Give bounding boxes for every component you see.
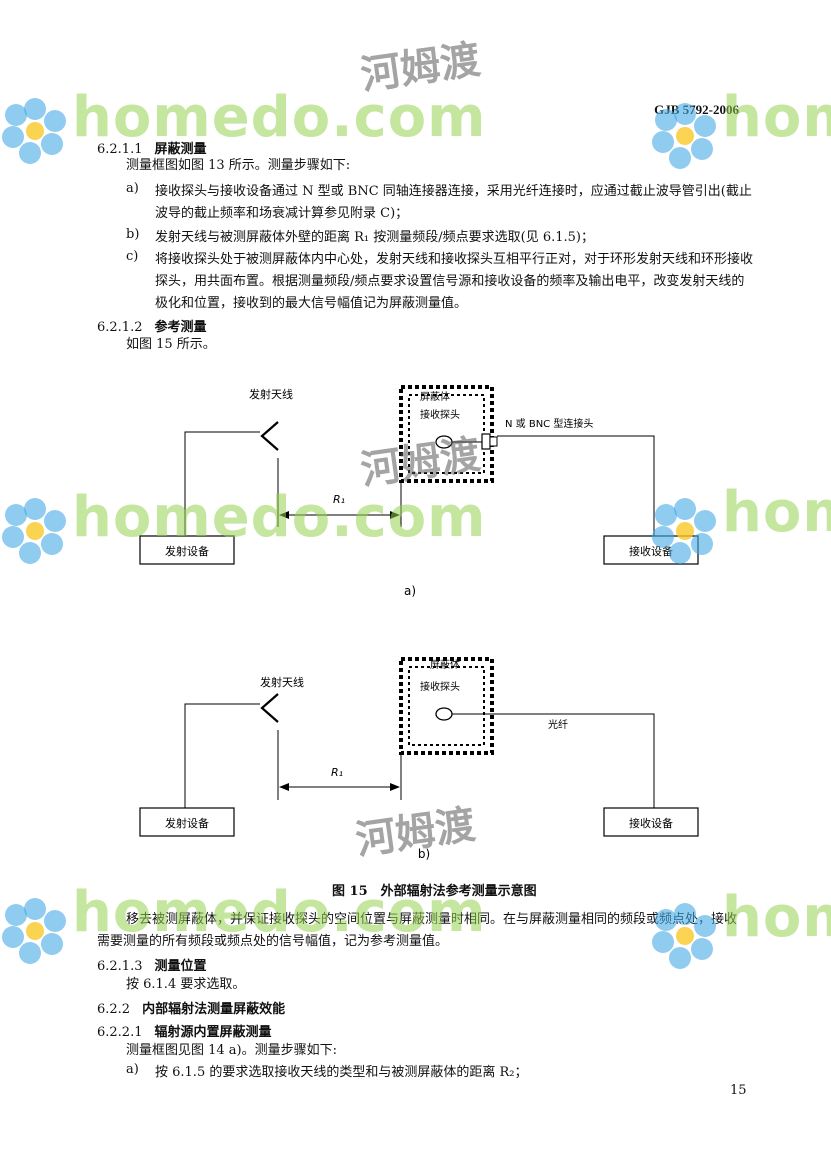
shield-enclosure: [399, 657, 494, 755]
list-item: b) 发射天线与被测屏蔽体外壁的距离 R₁ 按测量频段/频点要求选取(见 6.1…: [126, 227, 766, 249]
tx-device-box: [139, 807, 235, 837]
figure-sub-label: b): [418, 847, 430, 861]
paragraph: 移去被测屏蔽体，并保证接收探头的空间位置与屏蔽测量时相同。在与屏蔽测量相同的频段…: [97, 912, 738, 949]
arrow-left-icon: [279, 783, 289, 791]
section-number: 6.2.2.1: [97, 1025, 143, 1040]
figure-caption: 图 15 外部辐射法参考测量示意图: [332, 884, 537, 899]
page-number: 15: [730, 1083, 747, 1098]
figure-15a-diagram: 发射设备 发射天线 R₁ 屏蔽体 接收探头 N 或 BNC 型连接头 接收设备 …: [139, 385, 699, 598]
watermark-cn: 河姆渡: [357, 36, 484, 100]
list-item-label: c): [126, 249, 139, 264]
shield-inner-wall: [408, 666, 485, 746]
connector-icon: [481, 433, 491, 450]
list-item: c) 将接收探头处于被测屏蔽体内中心处，发射天线和接收探头互相平行正对，对于环形…: [126, 249, 766, 315]
shield-label: 屏蔽体: [430, 659, 460, 671]
section-intro: 测量框图见图 14 a)。测量步骤如下:: [126, 1043, 338, 1058]
connector-plug: [489, 436, 498, 447]
section-title: 参考测量: [154, 320, 207, 335]
list-item-label: a): [126, 1062, 139, 1077]
section-intro: 测量框图如图 13 所示。测量步骤如下:: [126, 158, 351, 173]
tx-cable: [184, 703, 260, 808]
tx-device-box: [139, 535, 235, 565]
tx-antenna-icon: [260, 421, 279, 451]
arrow-right-icon: [390, 511, 400, 519]
figure-15b-diagram: 发射设备 发射天线 R₁ 屏蔽体 接收探头 光纤 接收设备 b): [139, 657, 699, 861]
probe-label: 接收探头: [420, 408, 460, 421]
rx-device-label: 接收设备: [629, 544, 673, 558]
tx-antenna-icon: [260, 693, 279, 723]
section-number: 6.2.1.3: [97, 959, 143, 974]
standard-number: GJB 5792-2006: [654, 102, 739, 117]
shield-enclosure: [399, 385, 494, 483]
shield-label: 屏蔽体: [420, 391, 450, 403]
distance-label: R₁: [333, 493, 345, 506]
distance-label: R₁: [331, 766, 343, 779]
section-text: 按 6.1.4 要求选取。: [126, 977, 246, 992]
fiber-cable: [452, 713, 655, 808]
tx-device-label: 发射设备: [165, 816, 209, 830]
tx-cable: [184, 431, 260, 536]
list-item-text: 发射天线与被测屏蔽体外壁的距离 R₁ 按测量频段/频点要求选取(见 6.1.5)…: [155, 230, 594, 245]
section-title: 内部辐射法测量屏蔽效能: [142, 1002, 286, 1017]
rx-device-label: 接收设备: [629, 816, 673, 830]
rx-device-box: [603, 807, 699, 837]
section-title: 辐射源内置屏蔽测量: [154, 1025, 272, 1040]
list-item-label: a): [126, 181, 139, 196]
tx-antenna-label: 发射天线: [249, 387, 293, 401]
section-number: 6.2.2: [97, 1002, 131, 1017]
section-title: 屏蔽测量: [154, 142, 207, 157]
list-item-text: 将接收探头处于被测屏蔽体内中心处，发射天线和接收探头互相平行正对，对于环形发射天…: [155, 252, 754, 311]
flower-logo-icon: [2, 98, 66, 164]
list-item-text: 接收探头与接收设备通过 N 型或 BNC 同轴连接器连接，采用光纤连接时，应通过…: [155, 184, 752, 221]
section-heading-6-2-1-2: 6.2.1.2 参考测量: [97, 316, 207, 335]
shield-inner-wall: [408, 394, 485, 474]
arrow-right-icon: [390, 783, 400, 791]
figure-sub-label: a): [404, 584, 416, 598]
arrow-left-icon: [279, 511, 289, 519]
rx-cable: [497, 435, 655, 536]
list-item-label: b): [126, 227, 140, 242]
section-intro: 如图 15 所示。: [126, 337, 216, 352]
connector-label: N 或 BNC 型连接头: [505, 417, 593, 430]
tx-device-label: 发射设备: [165, 544, 209, 558]
section-number: 6.2.1.2: [97, 320, 143, 335]
flower-logo-icon: [2, 898, 66, 964]
list-item-text: 按 6.1.5 的要求选取接收天线的类型和与被测屏蔽体的距离 R₂；: [155, 1065, 528, 1080]
section-heading-6-2-2: 6.2.2 内部辐射法测量屏蔽效能: [97, 998, 285, 1017]
tx-antenna-label: 发射天线: [260, 675, 304, 689]
section-number: 6.2.1.1: [97, 142, 143, 157]
probe-icon: [435, 435, 453, 449]
section-title: 测量位置: [154, 959, 207, 974]
section-heading-6-2-2-1: 6.2.2.1 辐射源内置屏蔽测量: [97, 1021, 272, 1040]
probe-icon: [435, 707, 453, 721]
section-heading-6-2-1-1: 6.2.1.1 屏蔽测量: [97, 138, 207, 157]
list-item: a) 接收探头与接收设备通过 N 型或 BNC 同轴连接器连接，采用光纤连接时，…: [126, 181, 766, 225]
list-item: a) 按 6.1.5 的要求选取接收天线的类型和与被测屏蔽体的距离 R₂；: [126, 1062, 766, 1084]
fiber-label: 光纤: [548, 718, 568, 731]
section-heading-6-2-1-3: 6.2.1.3 测量位置: [97, 955, 207, 974]
probe-label: 接收探头: [420, 680, 460, 693]
